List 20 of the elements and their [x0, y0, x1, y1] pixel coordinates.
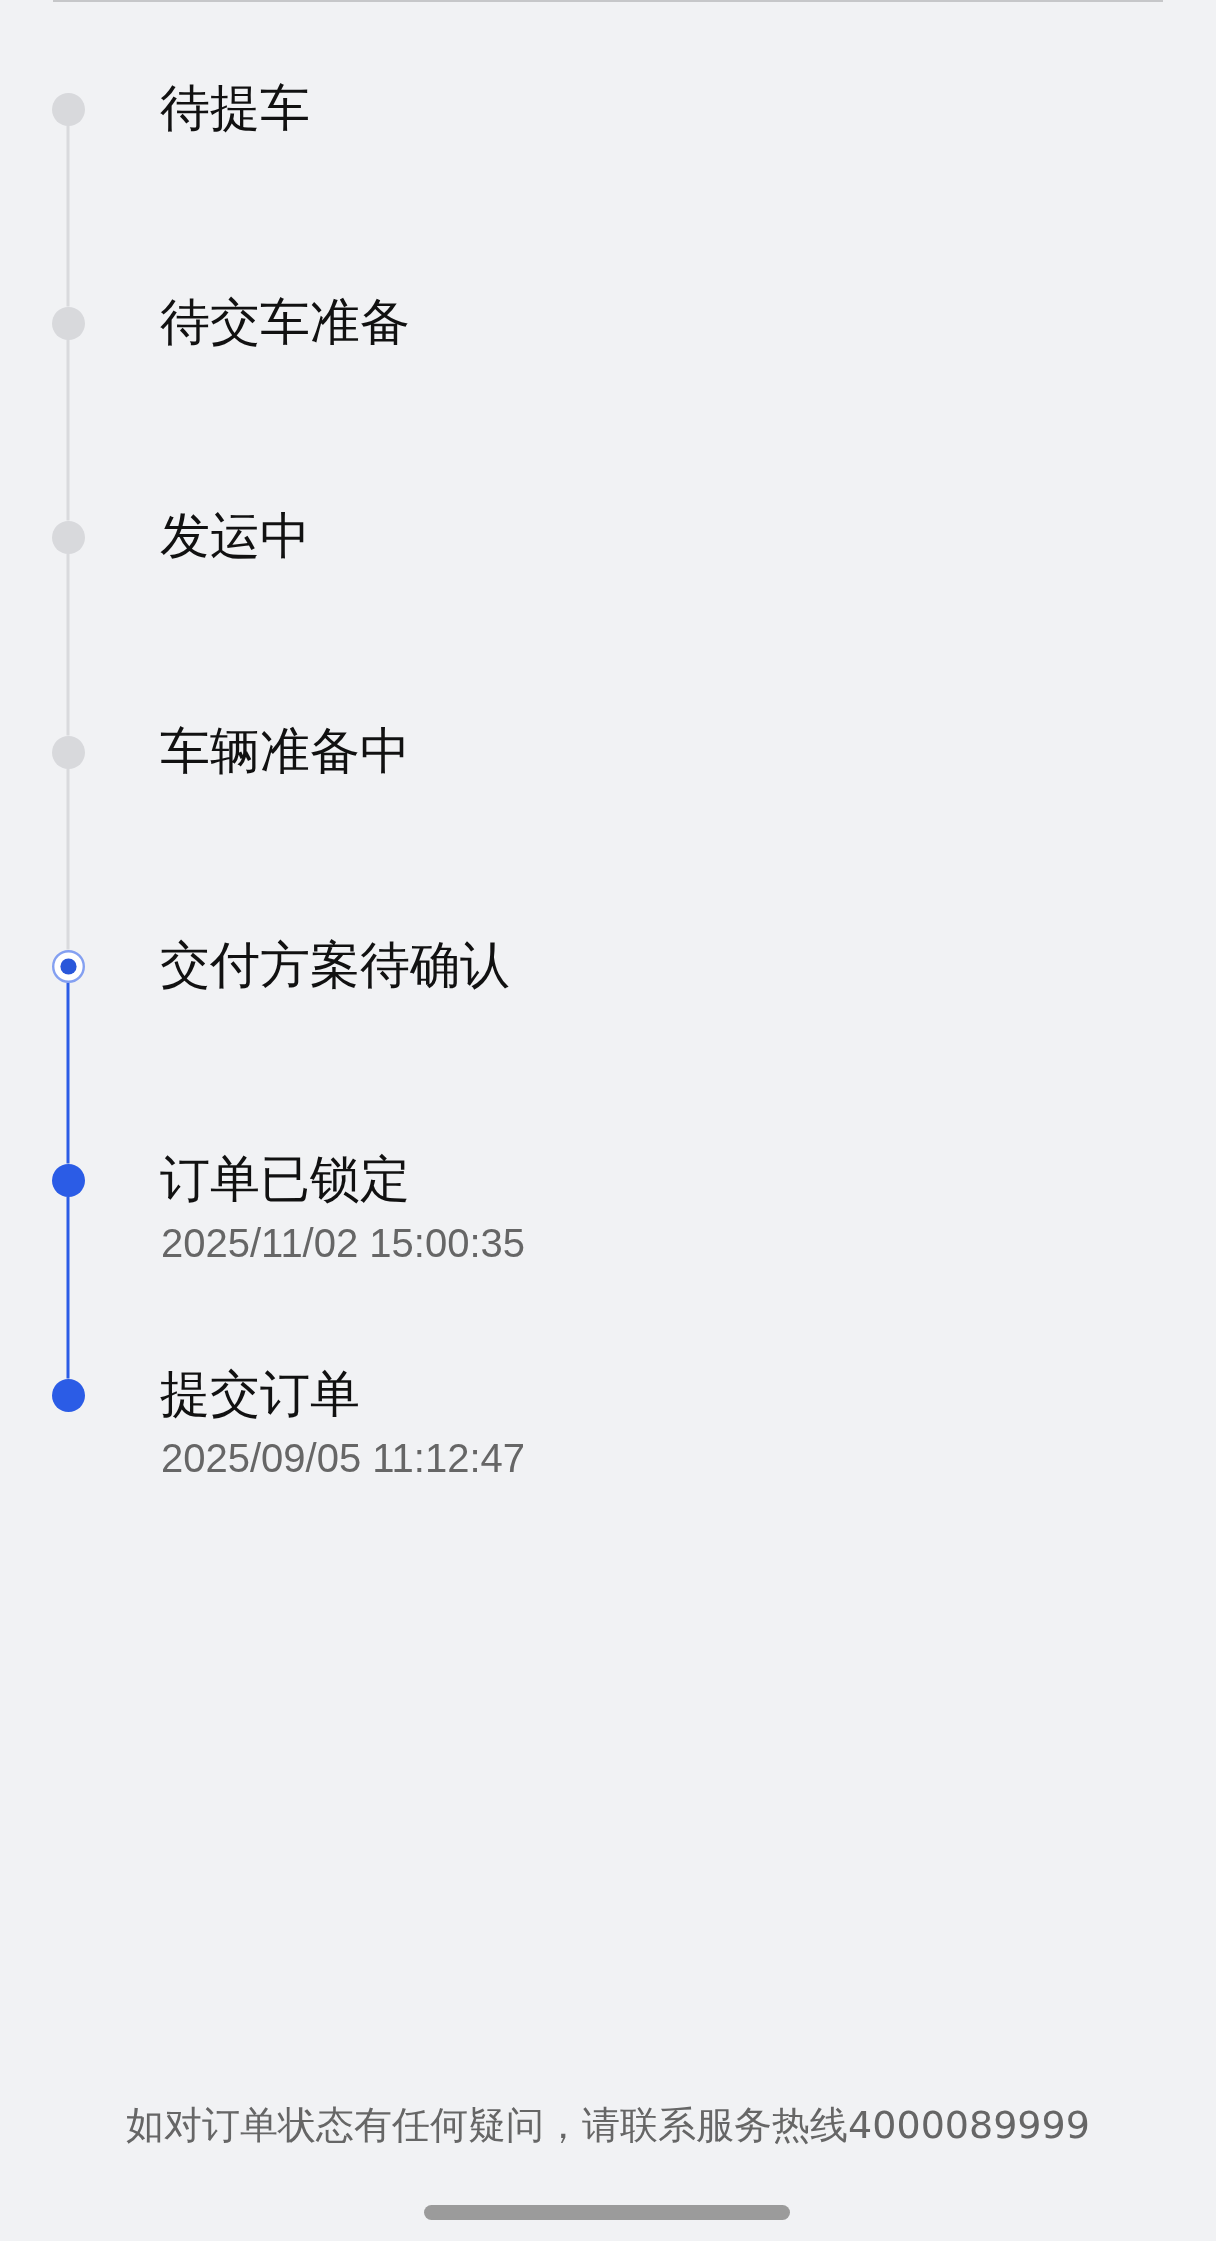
timeline-dot-icon — [51, 1378, 85, 1412]
step-title: 交付方案待确认 — [160, 935, 510, 995]
step-title: 订单已锁定 — [160, 1149, 410, 1209]
target-dot-icon — [51, 949, 85, 983]
timeline-dot-icon — [51, 735, 85, 769]
home-indicator-bar — [424, 2205, 790, 2220]
timeline-connector — [66, 1196, 70, 1379]
step-timestamp: 2025/11/02 15:00:35 — [161, 1220, 526, 1266]
footer-note: 如对订单状态有任何疑问，请联系服务热线4000089999 — [126, 2102, 1090, 2148]
timeline-connector — [66, 982, 70, 1164]
timeline-dot-icon — [51, 92, 85, 126]
step-title: 待提车 — [160, 78, 310, 138]
step-timestamp: 2025/09/05 11:12:47 — [161, 1435, 526, 1481]
timeline-dot-icon — [51, 520, 85, 554]
step-title: 车辆准备中 — [160, 721, 410, 781]
timeline-dot-icon — [51, 306, 85, 340]
step-title: 提交订单 — [160, 1364, 360, 1424]
step-title: 发运中 — [160, 506, 310, 566]
step-title: 待交车准备 — [160, 292, 410, 352]
timeline-dot-icon — [51, 1163, 85, 1197]
